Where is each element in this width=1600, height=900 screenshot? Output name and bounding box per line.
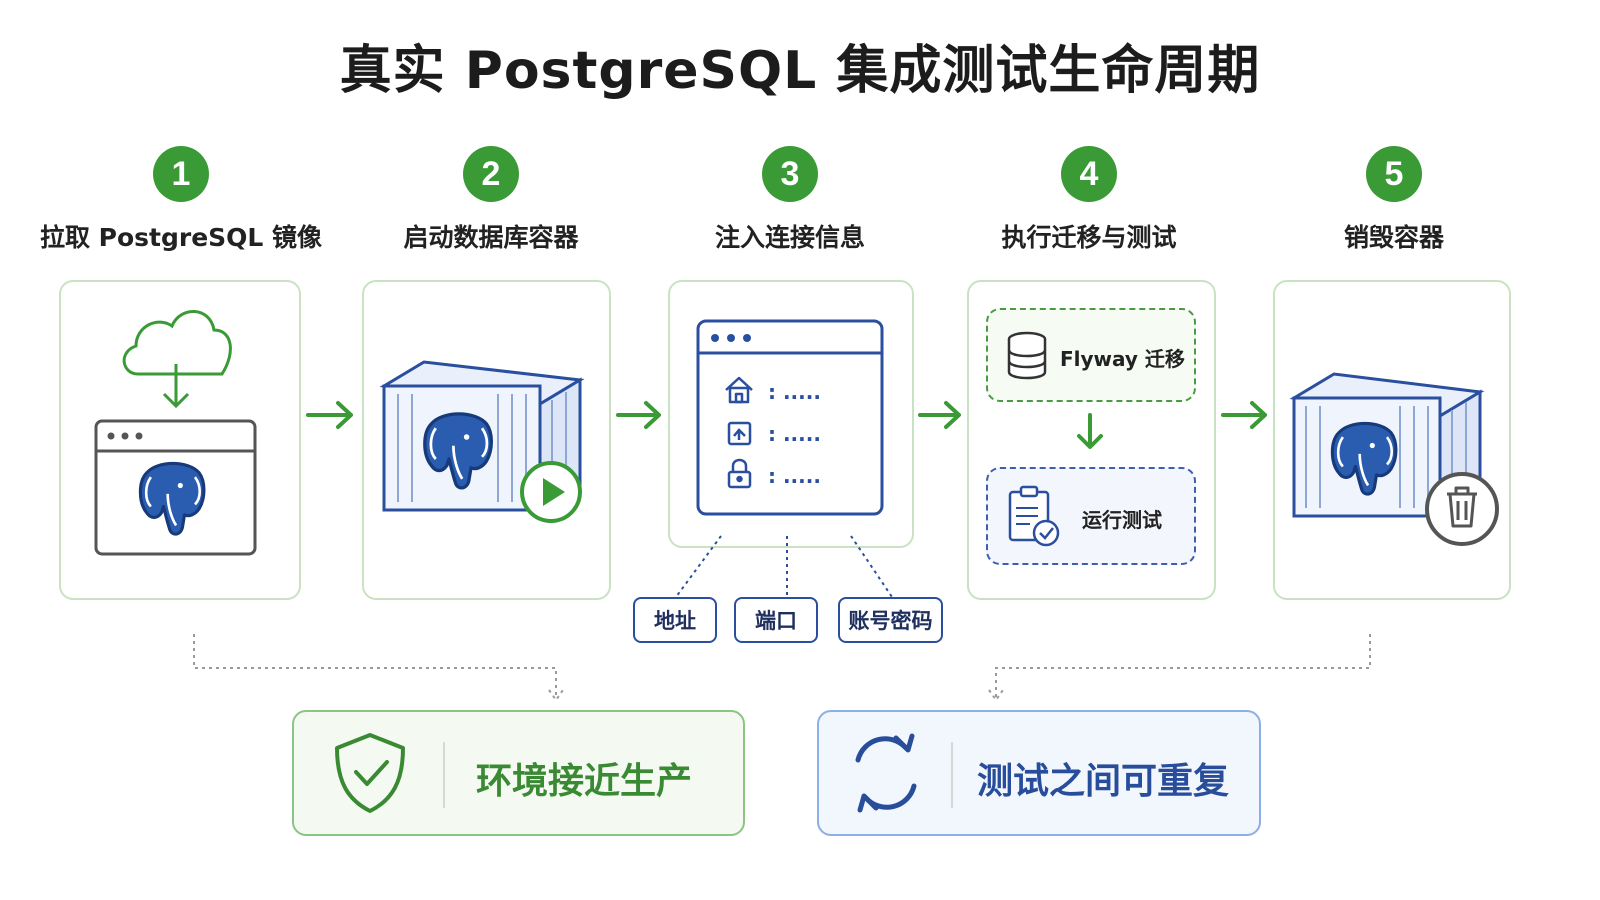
flow-arrow-2 <box>616 401 661 429</box>
diagram-title: 真实 PostgreSQL 集成测试生命周期 <box>339 41 1261 101</box>
flow-arrow-3 <box>918 401 961 429</box>
step-1-label: 拉取 PostgreSQL 镜像 <box>39 223 323 252</box>
step-5-label: 销毁容器 <box>1343 223 1444 252</box>
step-2-label: 启动数据库容器 <box>403 223 579 252</box>
step-3-badge: 3 <box>762 146 818 202</box>
port-icon <box>727 421 752 446</box>
step-4-label: 执行迁移与测试 <box>1001 223 1177 252</box>
credentials-masked: : ..... <box>768 464 821 488</box>
cloud-download-icon <box>122 310 232 409</box>
migration-label: Flyway 迁移 <box>1060 347 1185 371</box>
step-3-label: 注入连接信息 <box>714 223 865 252</box>
arrow-down-icon <box>1077 413 1103 449</box>
config-window-icon <box>696 319 884 516</box>
benefit-repeatable-text: 测试之间可重复 <box>977 761 1230 802</box>
refresh-icon <box>855 733 917 813</box>
benefit-repeatable: 测试之间可重复 <box>817 710 1261 836</box>
param-address: 地址 <box>633 597 717 643</box>
divider <box>951 742 953 808</box>
address-masked: : ..... <box>768 380 821 404</box>
step-5-badge: 5 <box>1366 146 1422 202</box>
param-credentials: 账号密码 <box>838 597 943 643</box>
container-play-icon <box>379 360 585 523</box>
divider <box>443 742 445 808</box>
benefit-production-like-text: 环境接近生产 <box>476 761 693 802</box>
benefit-connector-right <box>988 634 1371 702</box>
lock-icon <box>727 458 752 489</box>
clipboard-check-icon <box>1008 485 1060 547</box>
step-1-badge: 1 <box>153 146 209 202</box>
param-connectors <box>675 535 893 598</box>
container-trash-icon <box>1289 372 1499 546</box>
param-port: 端口 <box>734 597 818 643</box>
run-tests-label: 运行测试 <box>1082 508 1162 532</box>
database-icon <box>1007 331 1047 380</box>
port-masked: : ..... <box>768 422 821 446</box>
step-4-badge: 4 <box>1061 146 1117 202</box>
flow-arrow-4 <box>1221 401 1267 429</box>
home-icon <box>725 376 753 404</box>
shield-check-icon <box>335 733 405 813</box>
step-2-badge: 2 <box>463 146 519 202</box>
flow-arrow-1 <box>306 401 353 429</box>
image-window-icon <box>94 419 257 556</box>
benefit-production-like: 环境接近生产 <box>292 710 745 836</box>
benefit-connector-left <box>193 634 564 702</box>
